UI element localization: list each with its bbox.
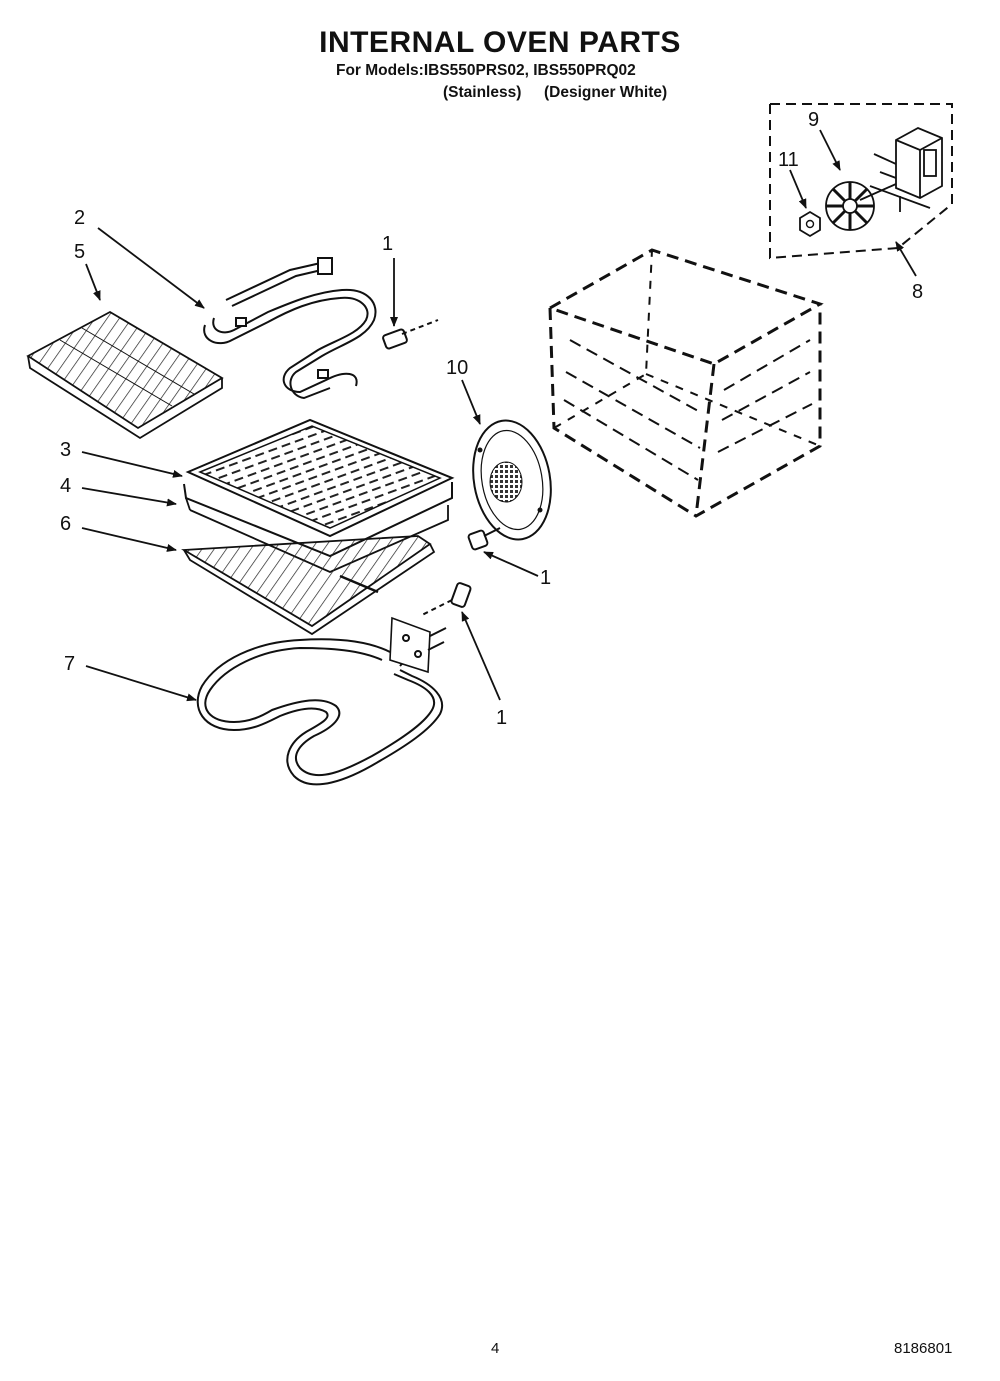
callout-6: 6 <box>60 513 71 535</box>
part-10-fan-cover <box>472 419 552 541</box>
callout-7: 7 <box>64 653 75 675</box>
finish-designer-white: (Designer White) <box>544 84 668 101</box>
callout-5: 5 <box>74 241 85 263</box>
part-1-screw-top <box>382 319 439 350</box>
part-7-lower-element <box>196 616 447 786</box>
convection-assembly-box <box>769 103 953 260</box>
page-title: INTERNAL OVEN PARTS <box>319 26 681 59</box>
callout-9: 9 <box>808 109 819 131</box>
part-2-upper-element <box>203 257 377 400</box>
part-6-tray <box>181 535 436 636</box>
oven-cavity <box>546 248 824 518</box>
callout-4: 4 <box>60 475 71 497</box>
callout-10: 10 <box>446 357 468 379</box>
callout-1-low: 1 <box>496 707 507 729</box>
part-5-shelf <box>26 310 224 440</box>
part-1-screw-low <box>419 582 472 617</box>
document-number: 8186801 <box>894 1340 953 1357</box>
callout-8: 8 <box>912 281 923 303</box>
part-3-broil-pan <box>185 418 455 538</box>
page-number: 4 <box>491 1340 500 1357</box>
callout-1-mid: 1 <box>540 567 551 589</box>
callout-2: 2 <box>74 207 85 229</box>
models-line: For Models:IBS550PRS02, IBS550PRQ02 <box>336 62 636 79</box>
callout-11: 11 <box>778 149 799 171</box>
part-8-motor <box>859 127 943 212</box>
part-9-fan-blade <box>825 181 875 231</box>
callout-1-top: 1 <box>382 233 393 255</box>
finish-stainless: (Stainless) <box>443 84 522 101</box>
part-1-screw-mid <box>467 527 501 551</box>
leader-lines <box>81 129 917 702</box>
part-11-nut <box>799 210 821 238</box>
callout-3: 3 <box>60 439 71 461</box>
